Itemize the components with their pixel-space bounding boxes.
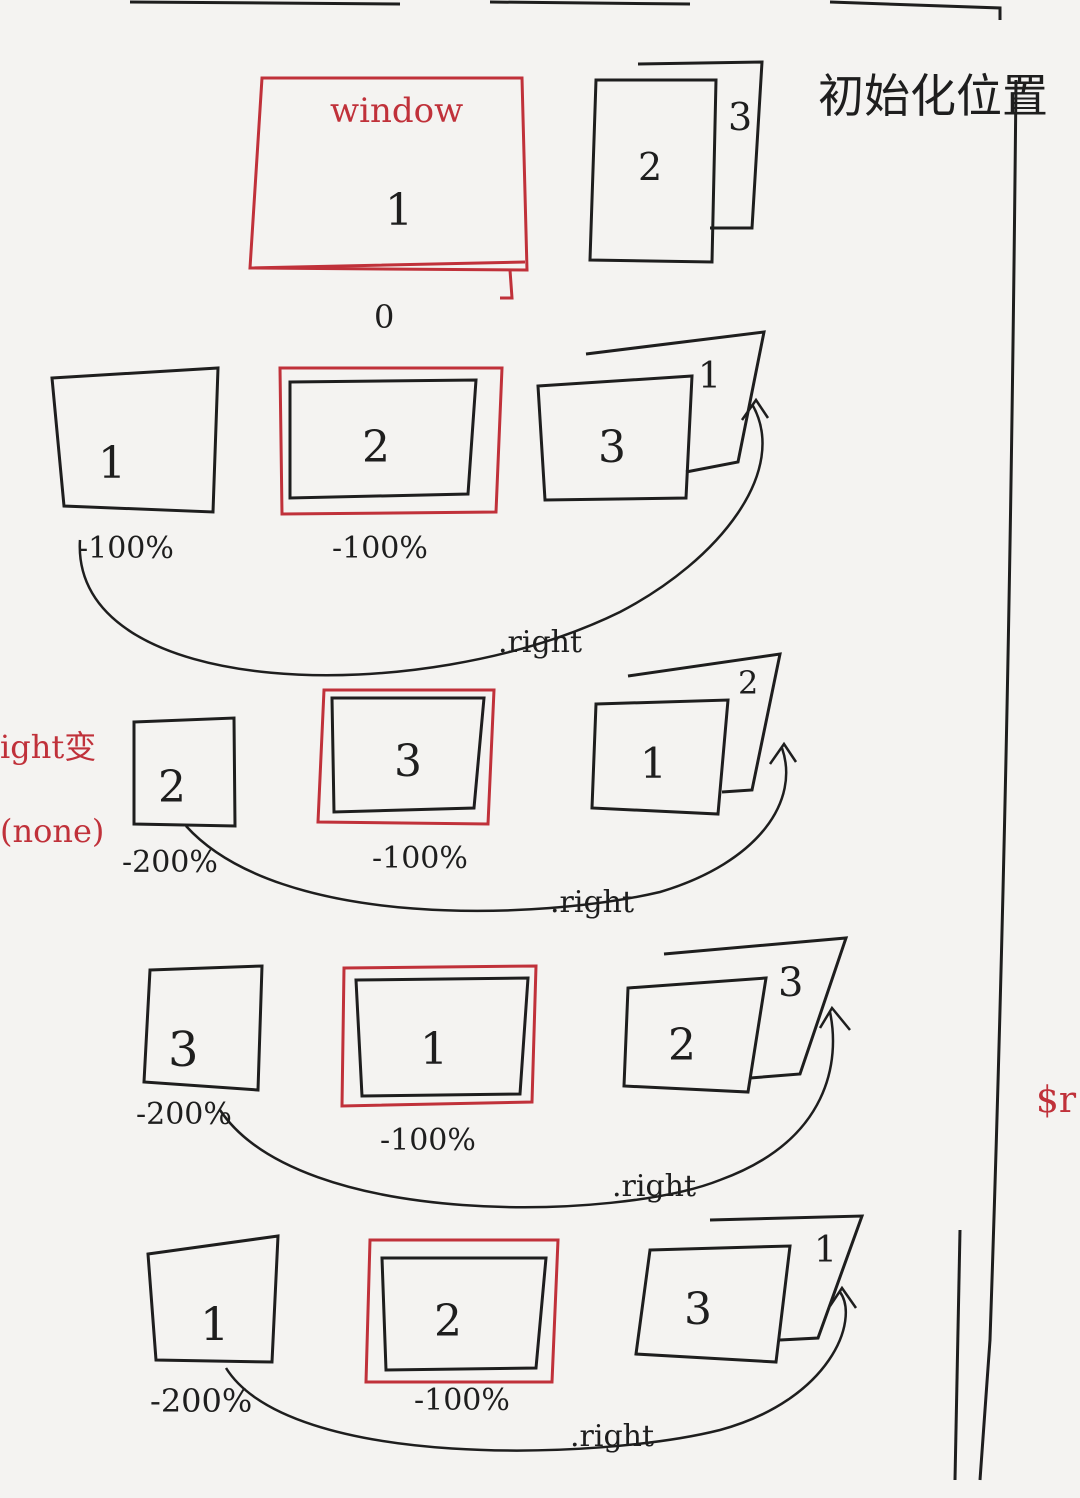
active-card-number: 3	[394, 736, 422, 787]
cycle-arc	[218, 1011, 835, 1209]
active-frame	[316, 688, 496, 826]
stack-back-number: 3	[778, 960, 803, 1006]
active-frame	[278, 366, 504, 516]
arc-arrow-head	[828, 1285, 858, 1309]
arc-label: .right	[570, 1419, 654, 1454]
window-active-number: 1	[385, 185, 413, 236]
arc-arrow-head	[818, 1005, 851, 1031]
top-edge-strokes	[129, 0, 1002, 20]
stack-front-number: 1	[640, 739, 667, 788]
active-offset-label: -100%	[380, 1123, 476, 1158]
margin-note-right: ight变	[0, 728, 96, 766]
arc-arrow-head	[740, 397, 770, 421]
stack-back-card	[627, 652, 782, 794]
margin-line	[978, 79, 1018, 1481]
stage-2: 2 -200% 3 -100% 1 2 .right ight变 (none)	[0, 652, 798, 920]
active-card	[354, 976, 530, 1098]
stack-back-card	[637, 60, 764, 230]
active-card	[330, 696, 486, 814]
window-frame	[248, 76, 529, 272]
active-card	[380, 1256, 548, 1372]
cycle-arc	[78, 403, 764, 677]
active-card	[288, 378, 478, 500]
left-card	[146, 1234, 280, 1364]
stack-back-number: 1	[814, 1230, 837, 1271]
active-card-number: 1	[420, 1024, 448, 1075]
initial-row: window 1 0 2 3	[248, 60, 764, 336]
stack-front-card	[634, 1244, 792, 1364]
arc-label: .right	[498, 625, 582, 660]
stack-front-number: 3	[598, 422, 626, 473]
active-card-number: 2	[434, 1296, 462, 1347]
stage-4: 1 -200% 2 -100% 3 1 .right	[146, 1214, 865, 1454]
active-frame	[340, 964, 538, 1108]
stack-front-card	[588, 78, 718, 264]
active-frame	[364, 1238, 560, 1384]
stack-front-number: 2	[638, 145, 662, 189]
left-offset-label: -100%	[78, 531, 174, 566]
arc-arrow-head	[768, 741, 798, 765]
left-card-number: 1	[200, 1297, 229, 1351]
window-offset-label: 0	[374, 298, 394, 336]
arc-label: .right	[612, 1169, 696, 1204]
left-offset-label: -200%	[122, 845, 218, 880]
cycle-arc	[224, 1291, 848, 1452]
init-position-label: 初始化位置	[818, 69, 1048, 123]
active-offset-label: -100%	[372, 841, 468, 876]
window-label: window	[330, 91, 463, 131]
margin-note-dollar: $r	[1036, 1080, 1077, 1121]
window-frame-extension	[249, 260, 526, 300]
stage-3: 3 -200% 1 -100% 2 3 .right $r	[136, 936, 1077, 1209]
left-card-number: 3	[168, 1022, 199, 1078]
stack-back-number: 2	[738, 664, 758, 702]
left-card-number: 2	[158, 762, 186, 813]
stack-back-card	[585, 330, 766, 474]
stack-front-card	[590, 698, 730, 816]
left-card	[142, 964, 264, 1092]
stack-front-card	[536, 374, 694, 502]
cycle-arc	[185, 747, 788, 913]
stack-back-card	[663, 936, 849, 1080]
active-offset-label: -100%	[332, 531, 428, 566]
arc-label: .right	[550, 885, 634, 920]
stack-back-number: 1	[698, 356, 721, 397]
stack-back-number: 3	[728, 95, 752, 139]
active-offset-label: -100%	[414, 1383, 510, 1418]
stack-front-number: 2	[668, 1020, 696, 1071]
stack-back-card	[709, 1214, 865, 1342]
stack-front-card	[622, 976, 768, 1094]
left-card-number: 1	[98, 438, 126, 489]
left-offset-label: -200%	[150, 1382, 252, 1420]
active-card-number: 2	[362, 422, 390, 473]
margin-note-none: (none)	[0, 812, 104, 850]
stack-front-number: 3	[684, 1284, 712, 1335]
stage-1: 1 -100% 2 -100% 3 1 .right	[50, 330, 770, 677]
margin-line-lower	[953, 1229, 962, 1481]
left-card	[50, 366, 220, 514]
left-card	[132, 716, 237, 828]
left-offset-label: -200%	[136, 1097, 232, 1132]
